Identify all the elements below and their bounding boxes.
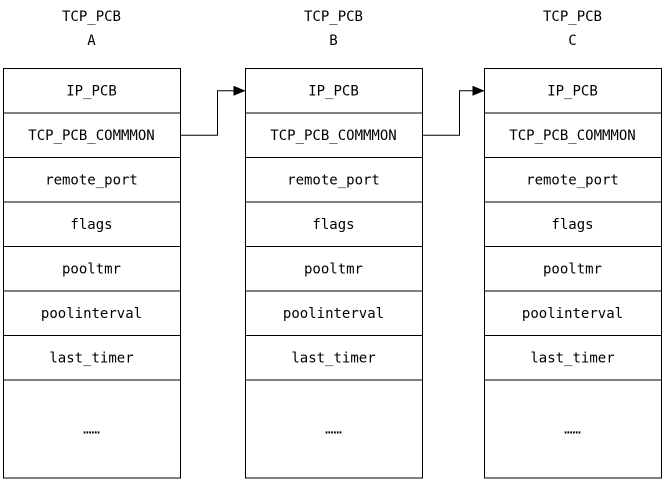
- field-cell: [484, 379, 662, 479]
- link-arrow-1: [180, 85, 246, 136]
- field-cell: [245, 246, 423, 292]
- field-label: TCP_PCB_COMMMON: [28, 128, 154, 144]
- structs-layer: TCP_PCB A IP_PCB TCP_PCB_COMMMON remote_port…: [3, 9, 662, 479]
- struct-letter: B: [329, 33, 337, 49]
- struct-title: TCP_PCB: [62, 9, 121, 25]
- struct-b: TCP_PCB B IP_PCB TCP_PCB_COMMMON remote_port…: [245, 9, 423, 479]
- field-flags: flags: [245, 201, 423, 247]
- field-label: remote_port: [526, 172, 619, 188]
- field-label: remote_port: [287, 172, 380, 188]
- field-label: pooltmr: [304, 261, 363, 277]
- field-ip-pcb: IP_PCB: [3, 68, 181, 114]
- field-label: ……: [325, 422, 342, 438]
- field-label: IP_PCB: [547, 83, 598, 99]
- field-ellipsis: ……: [245, 379, 423, 479]
- field-cell: [245, 201, 423, 247]
- struct-title: TCP_PCB: [543, 9, 602, 25]
- field-label: last_timer: [49, 350, 133, 366]
- struct-letter: C: [568, 33, 576, 49]
- field-cell: [3, 157, 181, 203]
- link-arrow-2: [422, 85, 485, 136]
- field-cell: [3, 68, 181, 114]
- links-layer: [180, 85, 485, 136]
- field-cell: [484, 335, 662, 381]
- field-cell: [3, 246, 181, 292]
- field-last-timer: last_timer: [484, 335, 662, 381]
- field-label: flags: [70, 217, 112, 233]
- field-cell: [245, 290, 423, 336]
- field-cell: [484, 246, 662, 292]
- field-label: ……: [564, 422, 581, 438]
- field-label: flags: [551, 217, 593, 233]
- field-tcp-pcb-commmon: TCP_PCB_COMMMON: [484, 112, 662, 158]
- field-label: flags: [312, 217, 354, 233]
- field-label: poolinterval: [522, 306, 623, 322]
- field-label: TCP_PCB_COMMMON: [270, 128, 396, 144]
- field-ip-pcb: IP_PCB: [484, 68, 662, 114]
- field-flags: flags: [3, 201, 181, 247]
- field-cell: [484, 112, 662, 158]
- field-cell: [3, 201, 181, 247]
- field-flags: flags: [484, 201, 662, 247]
- field-pooltmr: pooltmr: [3, 246, 181, 292]
- field-remote-port: remote_port: [3, 157, 181, 203]
- field-last-timer: last_timer: [245, 335, 423, 381]
- field-label: pooltmr: [543, 261, 602, 277]
- field-cell: [245, 157, 423, 203]
- field-cell: [3, 112, 181, 158]
- field-label: last_timer: [530, 350, 614, 366]
- field-cell: [484, 68, 662, 114]
- field-cell: [245, 335, 423, 381]
- field-label: IP_PCB: [308, 83, 359, 99]
- field-cell: [245, 379, 423, 479]
- field-remote-port: remote_port: [484, 157, 662, 203]
- field-label: remote_port: [45, 172, 138, 188]
- field-label: poolinterval: [41, 306, 142, 322]
- field-poolinterval: poolinterval: [484, 290, 662, 336]
- field-label: poolinterval: [283, 306, 384, 322]
- struct-letter: A: [87, 33, 96, 49]
- field-label: IP_PCB: [66, 83, 117, 99]
- struct-c: TCP_PCB C IP_PCB TCP_PCB_COMMMON remote_port…: [484, 9, 662, 479]
- field-ellipsis: ……: [484, 379, 662, 479]
- field-label: pooltmr: [62, 261, 121, 277]
- struct-a: TCP_PCB A IP_PCB TCP_PCB_COMMMON remote_port…: [3, 9, 181, 479]
- field-cell: [484, 201, 662, 247]
- struct-title: TCP_PCB: [304, 9, 363, 25]
- field-pooltmr: pooltmr: [484, 246, 662, 292]
- field-cell: [3, 335, 181, 381]
- field-label: last_timer: [291, 350, 375, 366]
- field-ellipsis: ……: [3, 379, 181, 479]
- field-pooltmr: pooltmr: [245, 246, 423, 292]
- field-remote-port: remote_port: [245, 157, 423, 203]
- field-ip-pcb: IP_PCB: [245, 68, 423, 114]
- field-cell: [3, 290, 181, 336]
- field-cell: [3, 379, 181, 479]
- field-label: TCP_PCB_COMMMON: [509, 128, 635, 144]
- field-poolinterval: poolinterval: [3, 290, 181, 336]
- field-tcp-pcb-commmon: TCP_PCB_COMMMON: [245, 112, 423, 158]
- field-cell: [245, 112, 423, 158]
- field-label: ……: [83, 422, 100, 438]
- field-cell: [484, 290, 662, 336]
- field-last-timer: last_timer: [3, 335, 181, 381]
- field-poolinterval: poolinterval: [245, 290, 423, 336]
- field-tcp-pcb-commmon: TCP_PCB_COMMMON: [3, 112, 181, 158]
